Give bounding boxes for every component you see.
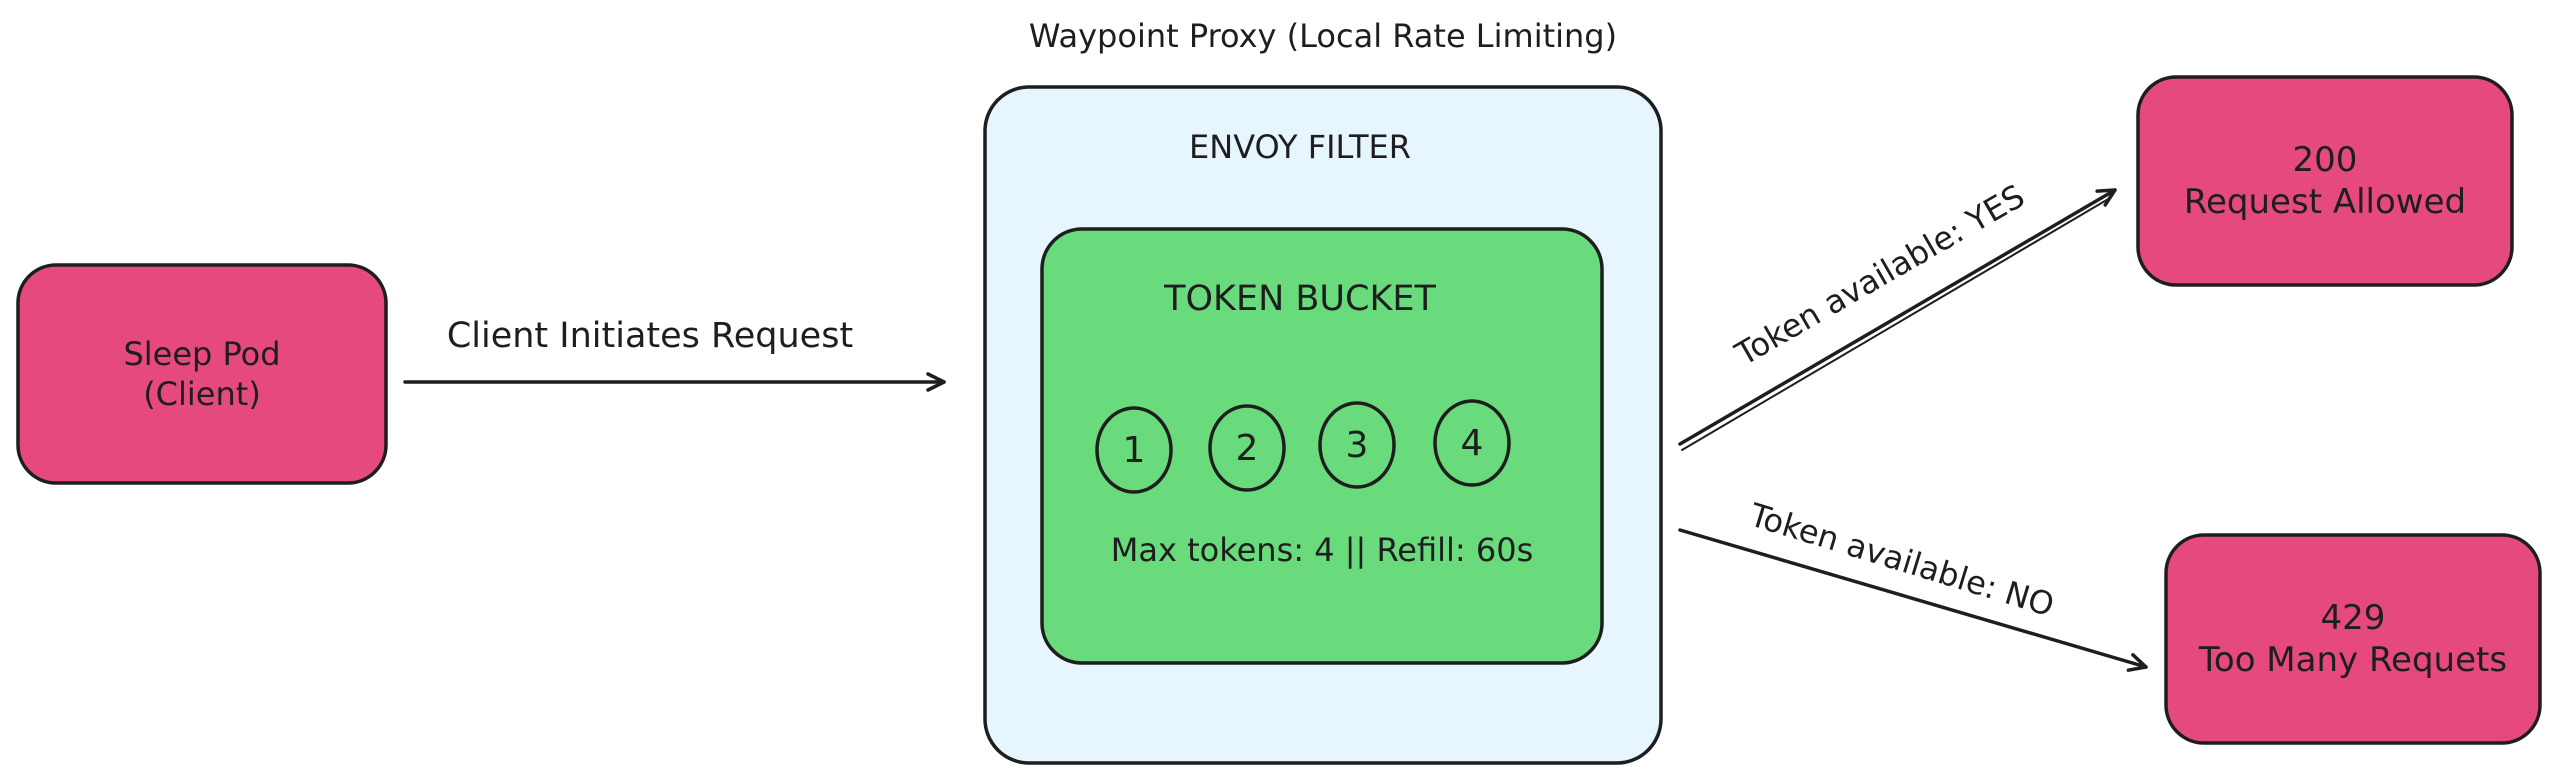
token-circle-1 xyxy=(1095,406,1173,494)
request-arrow-label: Client Initiates Request xyxy=(446,316,854,356)
allowed-text: Request Allowed xyxy=(2183,182,2467,222)
token-bucket-title: TOKEN BUCKET xyxy=(1164,279,1436,319)
allowed-label: 200 Request Allowed xyxy=(2138,77,2512,285)
yes-arrow xyxy=(1678,188,2117,446)
client-label-line2: (Client) xyxy=(143,375,261,413)
rejected-text: Too Many Requets xyxy=(2198,640,2508,680)
rejected-code: 429 xyxy=(2320,597,2386,638)
yes-arrow-stroke xyxy=(1681,197,2111,451)
allowed-code: 200 xyxy=(2292,139,2358,180)
rejected-box xyxy=(2164,533,2542,745)
token-number-2: 2 xyxy=(1235,427,1259,469)
proxy-title: Waypoint Proxy (Local Rate Limiting) xyxy=(1028,17,1618,55)
client-label: Sleep Pod (Client) xyxy=(18,265,386,483)
no-arrow xyxy=(1678,528,2148,672)
token-number-3: 3 xyxy=(1345,424,1369,466)
token-number-1: 1 xyxy=(1122,429,1146,471)
allowed-box xyxy=(2136,75,2514,287)
token-bucket-box xyxy=(1040,227,1604,665)
client-label-line1: Sleep Pod xyxy=(123,335,281,373)
token-circle-2 xyxy=(1208,404,1286,492)
token-number-4: 4 xyxy=(1460,422,1484,464)
client-box xyxy=(16,263,388,485)
token-circle-4 xyxy=(1433,399,1511,487)
token-bucket-info: Max tokens: 4 || Refill: 60s xyxy=(1110,531,1534,569)
token-circle-3 xyxy=(1318,401,1396,489)
envoy-filter-label: ENVOY FILTER xyxy=(1189,128,1411,166)
rejected-label: 429 Too Many Requets xyxy=(2166,535,2540,743)
